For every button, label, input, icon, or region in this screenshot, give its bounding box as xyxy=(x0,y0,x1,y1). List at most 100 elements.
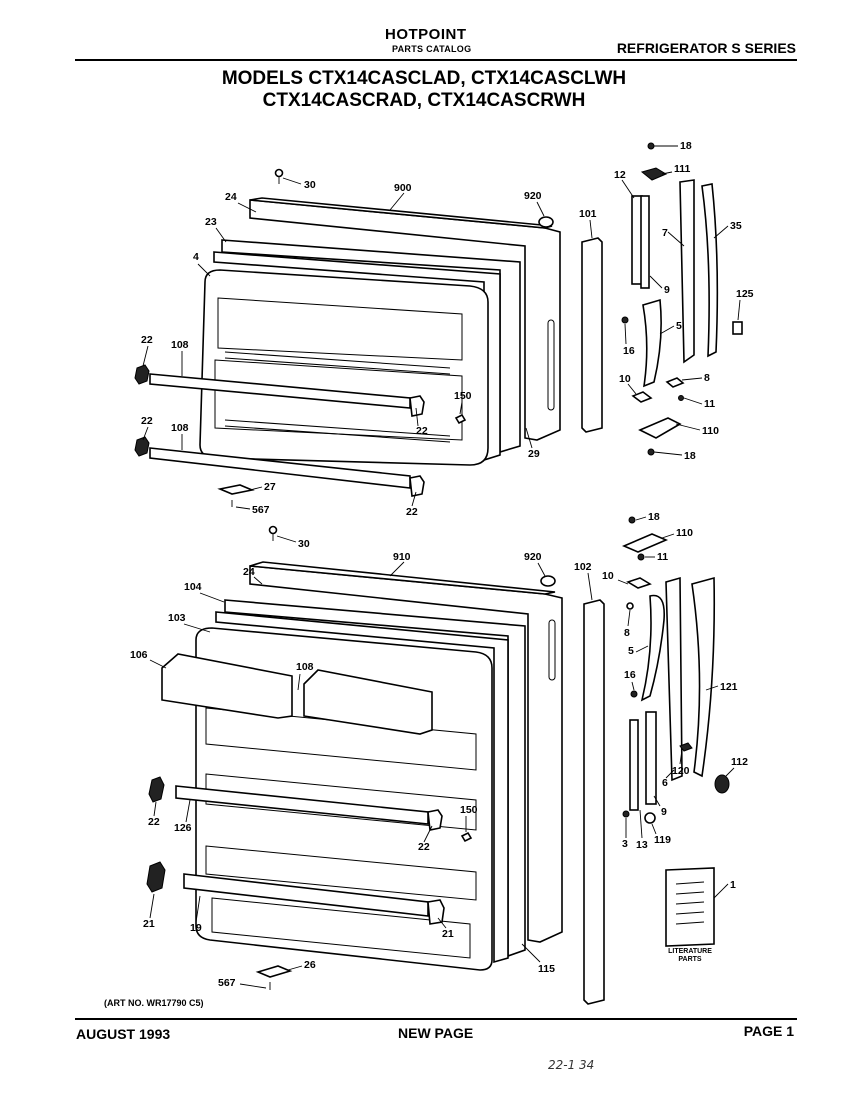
svg-text:8: 8 xyxy=(624,627,630,639)
svg-text:12: 12 xyxy=(614,169,626,181)
svg-text:22: 22 xyxy=(416,425,428,437)
fresh-food-handle-5 xyxy=(640,594,666,702)
svg-text:8: 8 xyxy=(704,372,710,384)
svg-text:5: 5 xyxy=(628,645,634,657)
footer-date: AUGUST 1993 xyxy=(76,1026,171,1042)
svg-text:567: 567 xyxy=(218,977,236,989)
door-bin-left xyxy=(161,653,293,719)
svg-text:126: 126 xyxy=(174,822,192,834)
svg-text:104: 104 xyxy=(184,581,202,593)
svg-text:115: 115 xyxy=(538,963,555,975)
svg-text:111: 111 xyxy=(674,163,691,175)
svg-text:119: 119 xyxy=(654,834,671,846)
freezer-handle-7 xyxy=(679,179,695,364)
svg-text:13: 13 xyxy=(636,839,648,851)
freezer-shelf-upper xyxy=(149,373,411,409)
svg-text:920: 920 xyxy=(524,190,542,202)
svg-text:22: 22 xyxy=(418,841,430,853)
header-rule xyxy=(75,59,797,61)
footer-note: NEW PAGE xyxy=(398,1025,474,1041)
svg-text:108: 108 xyxy=(171,422,189,434)
svg-text:3: 3 xyxy=(622,838,628,850)
door-shelf-bracket-21-icon xyxy=(146,861,166,893)
svg-text:22: 22 xyxy=(141,334,153,346)
door-shelf-bracket-22-icon xyxy=(148,776,165,803)
svg-text:920: 920 xyxy=(524,551,542,563)
svg-text:11: 11 xyxy=(657,551,668,563)
svg-text:21: 21 xyxy=(442,928,454,940)
svg-text:24: 24 xyxy=(225,191,237,203)
freezer-shelf-bracket-left-lower-icon xyxy=(134,436,150,457)
fresh-food-trim-strip xyxy=(583,599,605,1005)
svg-text:102: 102 xyxy=(574,561,592,573)
literature-parts-booklet xyxy=(665,867,715,947)
svg-text:23: 23 xyxy=(205,216,217,228)
svg-text:567: 567 xyxy=(252,504,270,516)
door-bin-right xyxy=(303,669,433,735)
svg-text:5: 5 xyxy=(676,320,682,332)
svg-text:16: 16 xyxy=(623,345,635,357)
models-title-line2: CTX14CASCRAD, CTX14CASCRWH xyxy=(262,90,586,111)
svg-text:150: 150 xyxy=(454,390,472,402)
svg-text:11: 11 xyxy=(704,398,715,410)
svg-text:22: 22 xyxy=(141,415,153,427)
svg-text:9: 9 xyxy=(661,806,667,818)
freezer-door-trim-strip xyxy=(581,237,603,433)
svg-text:121: 121 xyxy=(720,681,738,693)
models-title-line1: MODELS CTX14CASCLAD, CTX14CASCLWH xyxy=(221,68,627,89)
svg-text:125: 125 xyxy=(736,288,754,300)
fresh-food-handle-6 xyxy=(665,576,683,782)
svg-text:18: 18 xyxy=(648,511,660,523)
svg-text:110: 110 xyxy=(676,527,693,539)
svg-text:29: 29 xyxy=(528,448,540,460)
svg-text:35: 35 xyxy=(730,220,742,232)
svg-text:10: 10 xyxy=(602,570,614,582)
freezer-shelf-lower xyxy=(149,447,411,489)
freezer-shelf-bracket-left-upper-icon xyxy=(134,364,150,385)
svg-text:103: 103 xyxy=(168,612,186,624)
fresh-food-door-assembly: 30 910 24 920 102 104 103 106 108 22 126… xyxy=(130,511,748,1005)
svg-text:900: 900 xyxy=(394,182,412,194)
freezer-handle-5 xyxy=(642,298,662,388)
svg-text:7: 7 xyxy=(662,227,668,239)
series-label: REFRIGERATOR S SERIES xyxy=(616,40,796,56)
svg-text:108: 108 xyxy=(171,339,189,351)
svg-text:910: 910 xyxy=(393,551,411,563)
svg-text:6: 6 xyxy=(662,777,668,789)
fresh-food-trim-3 xyxy=(629,719,639,811)
svg-text:1: 1 xyxy=(730,879,736,891)
svg-text:150: 150 xyxy=(460,804,478,816)
footer-rule xyxy=(75,1018,797,1020)
svg-text:18: 18 xyxy=(684,450,696,462)
svg-text:18: 18 xyxy=(680,140,692,152)
svg-text:24: 24 xyxy=(243,566,255,578)
svg-text:16: 16 xyxy=(624,669,636,681)
svg-text:30: 30 xyxy=(298,538,310,550)
svg-text:4: 4 xyxy=(193,251,199,263)
footer-page: PAGE 1 xyxy=(743,1023,794,1039)
freezer-handle-cover-35 xyxy=(701,183,719,358)
svg-text:26: 26 xyxy=(304,959,316,971)
svg-text:108: 108 xyxy=(296,661,314,673)
svg-text:112: 112 xyxy=(731,756,748,768)
catalog-label: PARTS CATALOG xyxy=(392,44,472,54)
svg-text:22: 22 xyxy=(406,506,418,518)
callout-30: 30 xyxy=(304,179,316,191)
svg-text:9: 9 xyxy=(664,284,670,296)
svg-text:120: 120 xyxy=(672,765,690,777)
art-number: (ART NO. WR17790 C5) xyxy=(104,998,204,1008)
svg-text:106: 106 xyxy=(130,649,148,661)
literature-parts-label: LITERATURE PARTS xyxy=(668,948,712,963)
svg-text:19: 19 xyxy=(190,922,202,934)
svg-text:22: 22 xyxy=(148,816,160,828)
svg-text:101: 101 xyxy=(579,208,597,220)
svg-text:10: 10 xyxy=(619,373,631,385)
freezer-door-assembly: 30 900 24 920 23 4 101 22 108 150 22 22 … xyxy=(134,140,754,518)
svg-text:27: 27 xyxy=(264,481,276,493)
freezer-door-panel xyxy=(249,199,561,441)
handwritten-note: 22-1 34 xyxy=(548,1058,595,1072)
svg-text:21: 21 xyxy=(143,918,155,930)
fresh-food-handle-cover-121 xyxy=(691,576,716,778)
brand-name: HOTPOINT xyxy=(385,26,467,43)
